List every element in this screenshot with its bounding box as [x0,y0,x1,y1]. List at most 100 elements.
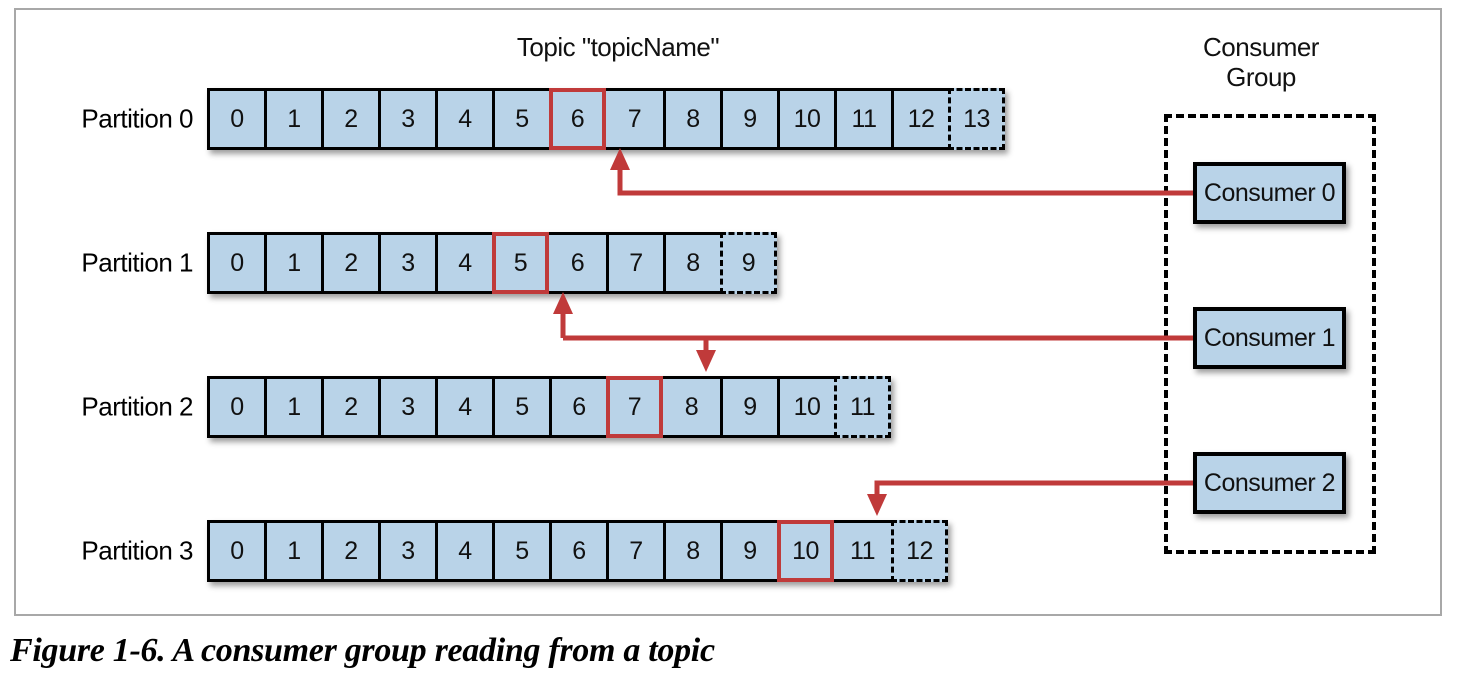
cell-offset-label: 8 [686,536,700,565]
partition-1-cell-2: 2 [321,232,378,294]
partition-0-cell-13: 13 [948,88,1005,150]
partition-3-cell-12: 12 [891,520,948,582]
partition-3-cell-2: 2 [321,520,378,582]
partition-1-cell-7: 7 [606,232,663,294]
partition-2-cell-2: 2 [321,376,378,438]
partition-2-cell-3: 3 [378,376,435,438]
consumer-group-box [1164,114,1376,554]
cell-offset-label: 1 [287,536,301,565]
partition-2-cell-5: 5 [492,376,549,438]
partition-label-3: Partition 3 [81,535,193,566]
partition-2-cell-10: 10 [777,376,834,438]
cell-offset-label: 0 [230,392,244,421]
partition-3-cell-11: 11 [834,520,891,582]
consumer-label-2: Consumer 2 [1203,468,1336,497]
arrowhead-partition3 [867,494,887,516]
cell-offset-label: 3 [401,392,415,421]
partition-0-cell-11: 11 [834,88,891,150]
cell-offset-label: 12 [906,536,933,565]
arrowhead-partition2 [696,350,716,372]
consumer-label-1: Consumer 1 [1203,323,1336,352]
kafka-consumer-group-diagram: Topic "topicName" Consumer Group Consume… [16,10,1444,618]
partition-3-cell-7: 7 [606,520,663,582]
partition-0-cell-2: 2 [321,88,378,150]
cell-offset-label: 7 [627,104,642,133]
consumer-group-title-line1: Consumer [1203,32,1319,62]
consumer-box-1[interactable]: Consumer 1 [1193,307,1346,369]
partition-1-cell-9: 9 [720,232,777,294]
cell-offset-label: 5 [515,392,529,421]
partition-0-cell-12: 12 [891,88,948,150]
partition-1-cell-0: 0 [207,232,264,294]
partition-2-cell-9: 9 [720,376,777,438]
cell-offset-label: 11 [850,536,875,565]
partition-1-cell-5: 5 [492,232,549,294]
partition-3-cell-10: 10 [777,520,834,582]
cell-offset-label: 4 [458,248,472,277]
cell-offset-label: 10 [793,392,821,421]
cell-offset-label: 1 [287,392,301,421]
cell-offset-label: 5 [515,104,529,133]
partition-2-cell-1: 1 [264,376,321,438]
partition-2-cell-7: 7 [606,376,663,438]
cell-offset-label: 0 [230,104,244,133]
cell-offset-label: 8 [684,392,699,421]
cell-offset-label: 13 [963,104,990,133]
partition-3-cell-9: 9 [720,520,777,582]
cell-offset-label: 11 [850,392,875,421]
consumer-label-0: Consumer 0 [1203,178,1336,207]
partition-1-cell-4: 4 [435,232,492,294]
arrow-consumer0-to-partition0 [617,164,1193,196]
cell-offset-label: 1 [287,104,301,133]
consumer-box-2[interactable]: Consumer 2 [1193,452,1346,514]
cell-offset-label: 4 [458,536,472,565]
cell-offset-label: 11 [851,104,877,133]
cell-offset-label: 5 [513,248,528,277]
cell-offset-label: 6 [570,248,585,277]
partition-label-1: Partition 1 [81,247,193,278]
cell-offset-label: 7 [629,248,643,277]
arrow-consumer2-to-partition3 [874,480,1193,499]
topic-title: Topic "topicName" [516,32,720,62]
arrowhead-partition1 [553,292,573,314]
figure-frame: Topic "topicName" Consumer Group Consume… [14,8,1442,616]
cell-offset-label: 6 [572,536,586,565]
partition-1-cell-1: 1 [264,232,321,294]
partition-3-cell-1: 1 [264,520,321,582]
cell-offset-label: 9 [743,392,757,421]
partition-3-cell-6: 6 [549,520,606,582]
cell-offset-label: 7 [627,392,642,421]
cell-offset-label: 3 [401,104,415,133]
cell-offset-label: 2 [344,392,358,421]
cell-offset-label: 0 [230,536,244,565]
partition-1-cell-6: 6 [549,232,606,294]
figure-caption: Figure 1-6. A consumer group reading fro… [10,632,715,669]
partition-0-cell-4: 4 [435,88,492,150]
partition-label-0: Partition 0 [81,103,193,134]
cell-offset-label: 10 [792,536,819,565]
cell-offset-label: 6 [570,104,585,133]
cell-offset-label: 9 [743,536,757,565]
partition-0-cell-0: 0 [207,88,264,150]
partition-3-cell-4: 4 [435,520,492,582]
partition-2-cell-6: 6 [549,376,606,438]
partition-2-cell-4: 4 [435,376,492,438]
partition-1-cell-8: 8 [663,232,720,294]
partition-0-cell-1: 1 [264,88,321,150]
partition-1-cell-3: 3 [378,232,435,294]
partition-0-cell-10: 10 [777,88,834,150]
cell-offset-label: 12 [907,104,935,133]
consumer-box-0[interactable]: Consumer 0 [1193,162,1346,224]
cell-offset-label: 8 [686,104,700,133]
partition-0-cell-8: 8 [663,88,720,150]
partition-0-cell-6: 6 [549,88,606,150]
cell-offset-label: 8 [686,248,700,277]
partition-0-cell-7: 7 [606,88,663,150]
